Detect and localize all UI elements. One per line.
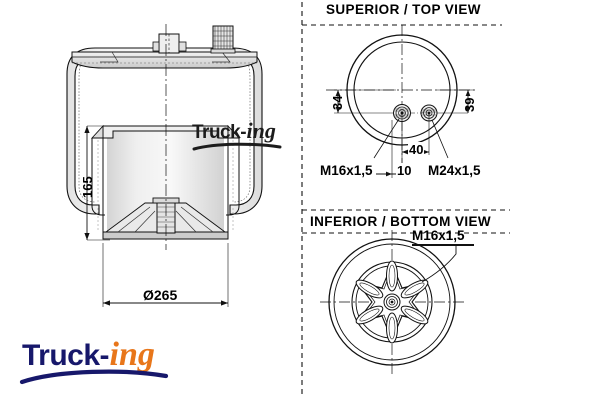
dim-34: [334, 89, 396, 114]
rib-petals: [355, 260, 429, 344]
diameter-dimension-label: Ø265: [143, 287, 178, 303]
piston-assembly: [90, 124, 241, 232]
thread-m16-bottom-label: M16x1,5: [412, 228, 465, 243]
superior-view-title: SUPERIOR / TOP VIEW: [326, 2, 481, 17]
inferior-bottom-view-panel: INFERIOR / BOTTOM VIEW M16x1,5: [296, 206, 600, 400]
watermark-logo-ing: ing: [246, 118, 276, 143]
dim-10-label: 10: [396, 163, 413, 178]
thread-m16-bottom-underline: [412, 244, 474, 246]
watermark-logo: Truck-ing: [192, 120, 292, 154]
dim-39-label: 39: [462, 97, 477, 112]
dim-40-label: 40: [408, 142, 425, 157]
diameter-dimension: [102, 243, 229, 307]
brand-logo-dash: -: [99, 339, 110, 372]
mounting-stud: [210, 25, 236, 54]
inferior-view-title: INFERIOR / BOTTOM VIEW: [310, 214, 492, 229]
leader-m24: [431, 119, 449, 159]
leader-m16-bottom: [421, 244, 457, 283]
center-thread-boss: [383, 293, 401, 311]
right-views-column: SUPERIOR / TOP VIEW 34 39 40 10 M16x1,5 …: [296, 0, 600, 400]
brand-logo-truck: Truck: [22, 339, 100, 372]
thread-m24-label: M24x1,5: [428, 163, 481, 178]
bottom-view-svg: [320, 230, 464, 374]
dim-34-label: 34: [330, 95, 345, 110]
watermark-logo-truck: Truck: [192, 122, 241, 143]
height-dimension: [84, 125, 110, 241]
side-view-svg: [66, 24, 263, 307]
main-side-view: 165 Ø265 Truck-ing: [0, 0, 296, 400]
leader-m16: [373, 118, 400, 159]
thread-m16-label: M16x1,5: [320, 163, 373, 178]
top-view-svg: [326, 25, 478, 178]
dim-39: [437, 89, 474, 114]
brand-logo-swoosh: [19, 369, 169, 385]
height-dimension-label: 165: [80, 176, 95, 198]
top-cover-plate: [71, 51, 258, 69]
watermark-logo-dash: -: [240, 122, 247, 143]
watermark-logo-swoosh: [192, 142, 282, 151]
brand-logo: Truck-ing: [18, 336, 188, 394]
brand-logo-ing: ing: [109, 336, 155, 373]
superior-top-view-panel: SUPERIOR / TOP VIEW 34 39 40 10 M16x1,5 …: [296, 0, 600, 206]
air-port-fitting: [152, 33, 187, 54]
